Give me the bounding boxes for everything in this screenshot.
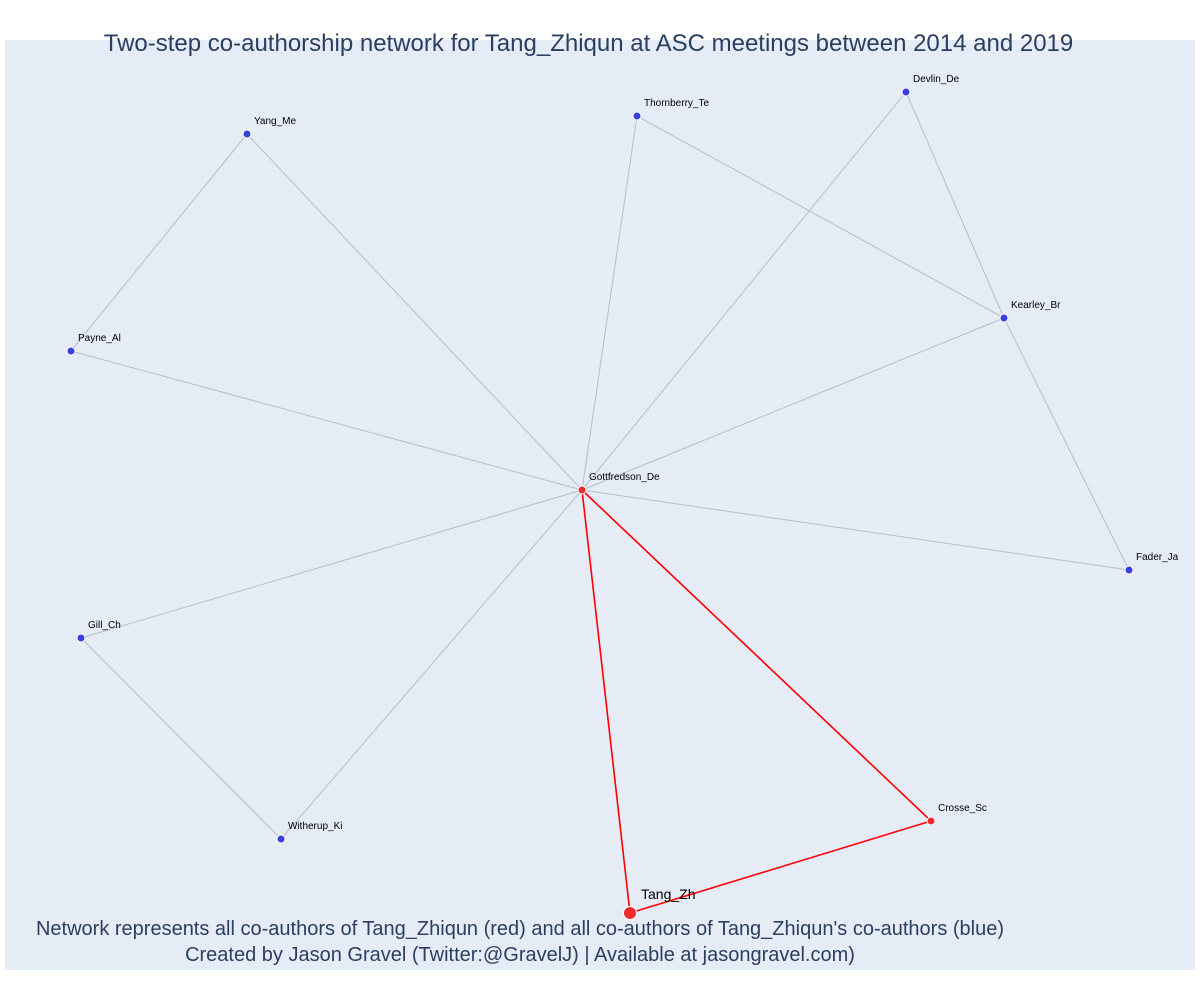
edge-gottfredson_de-crosse_sc [581, 489, 932, 822]
node-marker[interactable] [76, 633, 86, 643]
node-thornberry_te[interactable]: Thornberry_Te [632, 98, 709, 121]
node-fader_ja[interactable]: Fader_Ja [1124, 552, 1179, 575]
node-label: Payne_Al [78, 333, 121, 344]
node-label: Tang_Zh [641, 886, 695, 902]
node-marker[interactable] [1124, 565, 1134, 575]
node-payne_al[interactable]: Payne_Al [66, 333, 121, 356]
edge-gottfredson_de-thornberry_te [581, 115, 638, 491]
edge-gottfredson_de-payne_al [70, 350, 583, 491]
edge-gottfredson_de-devlin_de [581, 91, 907, 491]
edge-tang_zh-crosse_sc [629, 820, 932, 914]
edge-yang_me-payne_al [70, 133, 248, 352]
node-yang_me[interactable]: Yang_Me [242, 116, 297, 139]
caption-line-2: Created by Jason Gravel (Twitter:@Gravel… [185, 944, 855, 966]
node-devlin_de[interactable]: Devlin_De [901, 74, 960, 97]
edge-gottfredson_de-gill_ch [80, 489, 583, 639]
chart-caption: Network represents all co-authors of Tan… [0, 916, 1040, 968]
node-label: Gottfredson_De [589, 472, 660, 483]
node-marker[interactable] [623, 906, 637, 920]
node-label: Yang_Me [254, 116, 297, 127]
node-gill_ch[interactable]: Gill_Ch [76, 620, 121, 643]
node-label: Fader_Ja [1136, 552, 1179, 563]
node-tang_zh[interactable]: Tang_Zh [623, 886, 696, 920]
edge-gill_ch-witherup_ki [80, 637, 282, 840]
edge-thornberry_te-kearley_br [636, 115, 1005, 319]
node-marker[interactable] [66, 346, 76, 356]
node-marker[interactable] [901, 87, 911, 97]
edge-tang_zh-gottfredson_de [581, 489, 631, 914]
node-crosse_sc[interactable]: Crosse_Sc [926, 803, 987, 826]
node-label: Crosse_Sc [938, 803, 987, 814]
edge-gottfredson_de-yang_me [246, 133, 583, 491]
node-kearley_br[interactable]: Kearley_Br [999, 300, 1061, 323]
node-marker[interactable] [242, 129, 252, 139]
edge-gottfredson_de-witherup_ki [280, 489, 583, 840]
node-gottfredson_de[interactable]: Gottfredson_De [577, 472, 660, 495]
node-label: Witherup_Ki [288, 821, 342, 832]
node-marker[interactable] [632, 111, 642, 121]
node-label: Kearley_Br [1011, 300, 1061, 311]
edge-devlin_de-kearley_br [905, 91, 1005, 319]
edges-layer [70, 91, 1130, 914]
edge-kearley_br-fader_ja [1003, 317, 1130, 571]
node-label: Gill_Ch [88, 620, 121, 631]
node-marker[interactable] [926, 816, 936, 826]
edge-gottfredson_de-fader_ja [581, 489, 1130, 571]
node-witherup_ki[interactable]: Witherup_Ki [276, 821, 342, 844]
node-marker[interactable] [577, 485, 587, 495]
chart-title: Two-step co-authorship network for Tang_… [103, 30, 1074, 57]
plot-area [5, 40, 1195, 970]
node-marker[interactable] [999, 313, 1009, 323]
node-marker[interactable] [276, 834, 286, 844]
node-label: Thornberry_Te [644, 98, 709, 109]
caption-line-1: Network represents all co-authors of Tan… [35, 918, 1005, 940]
node-label: Devlin_De [913, 74, 960, 85]
edge-gottfredson_de-kearley_br [581, 317, 1005, 491]
